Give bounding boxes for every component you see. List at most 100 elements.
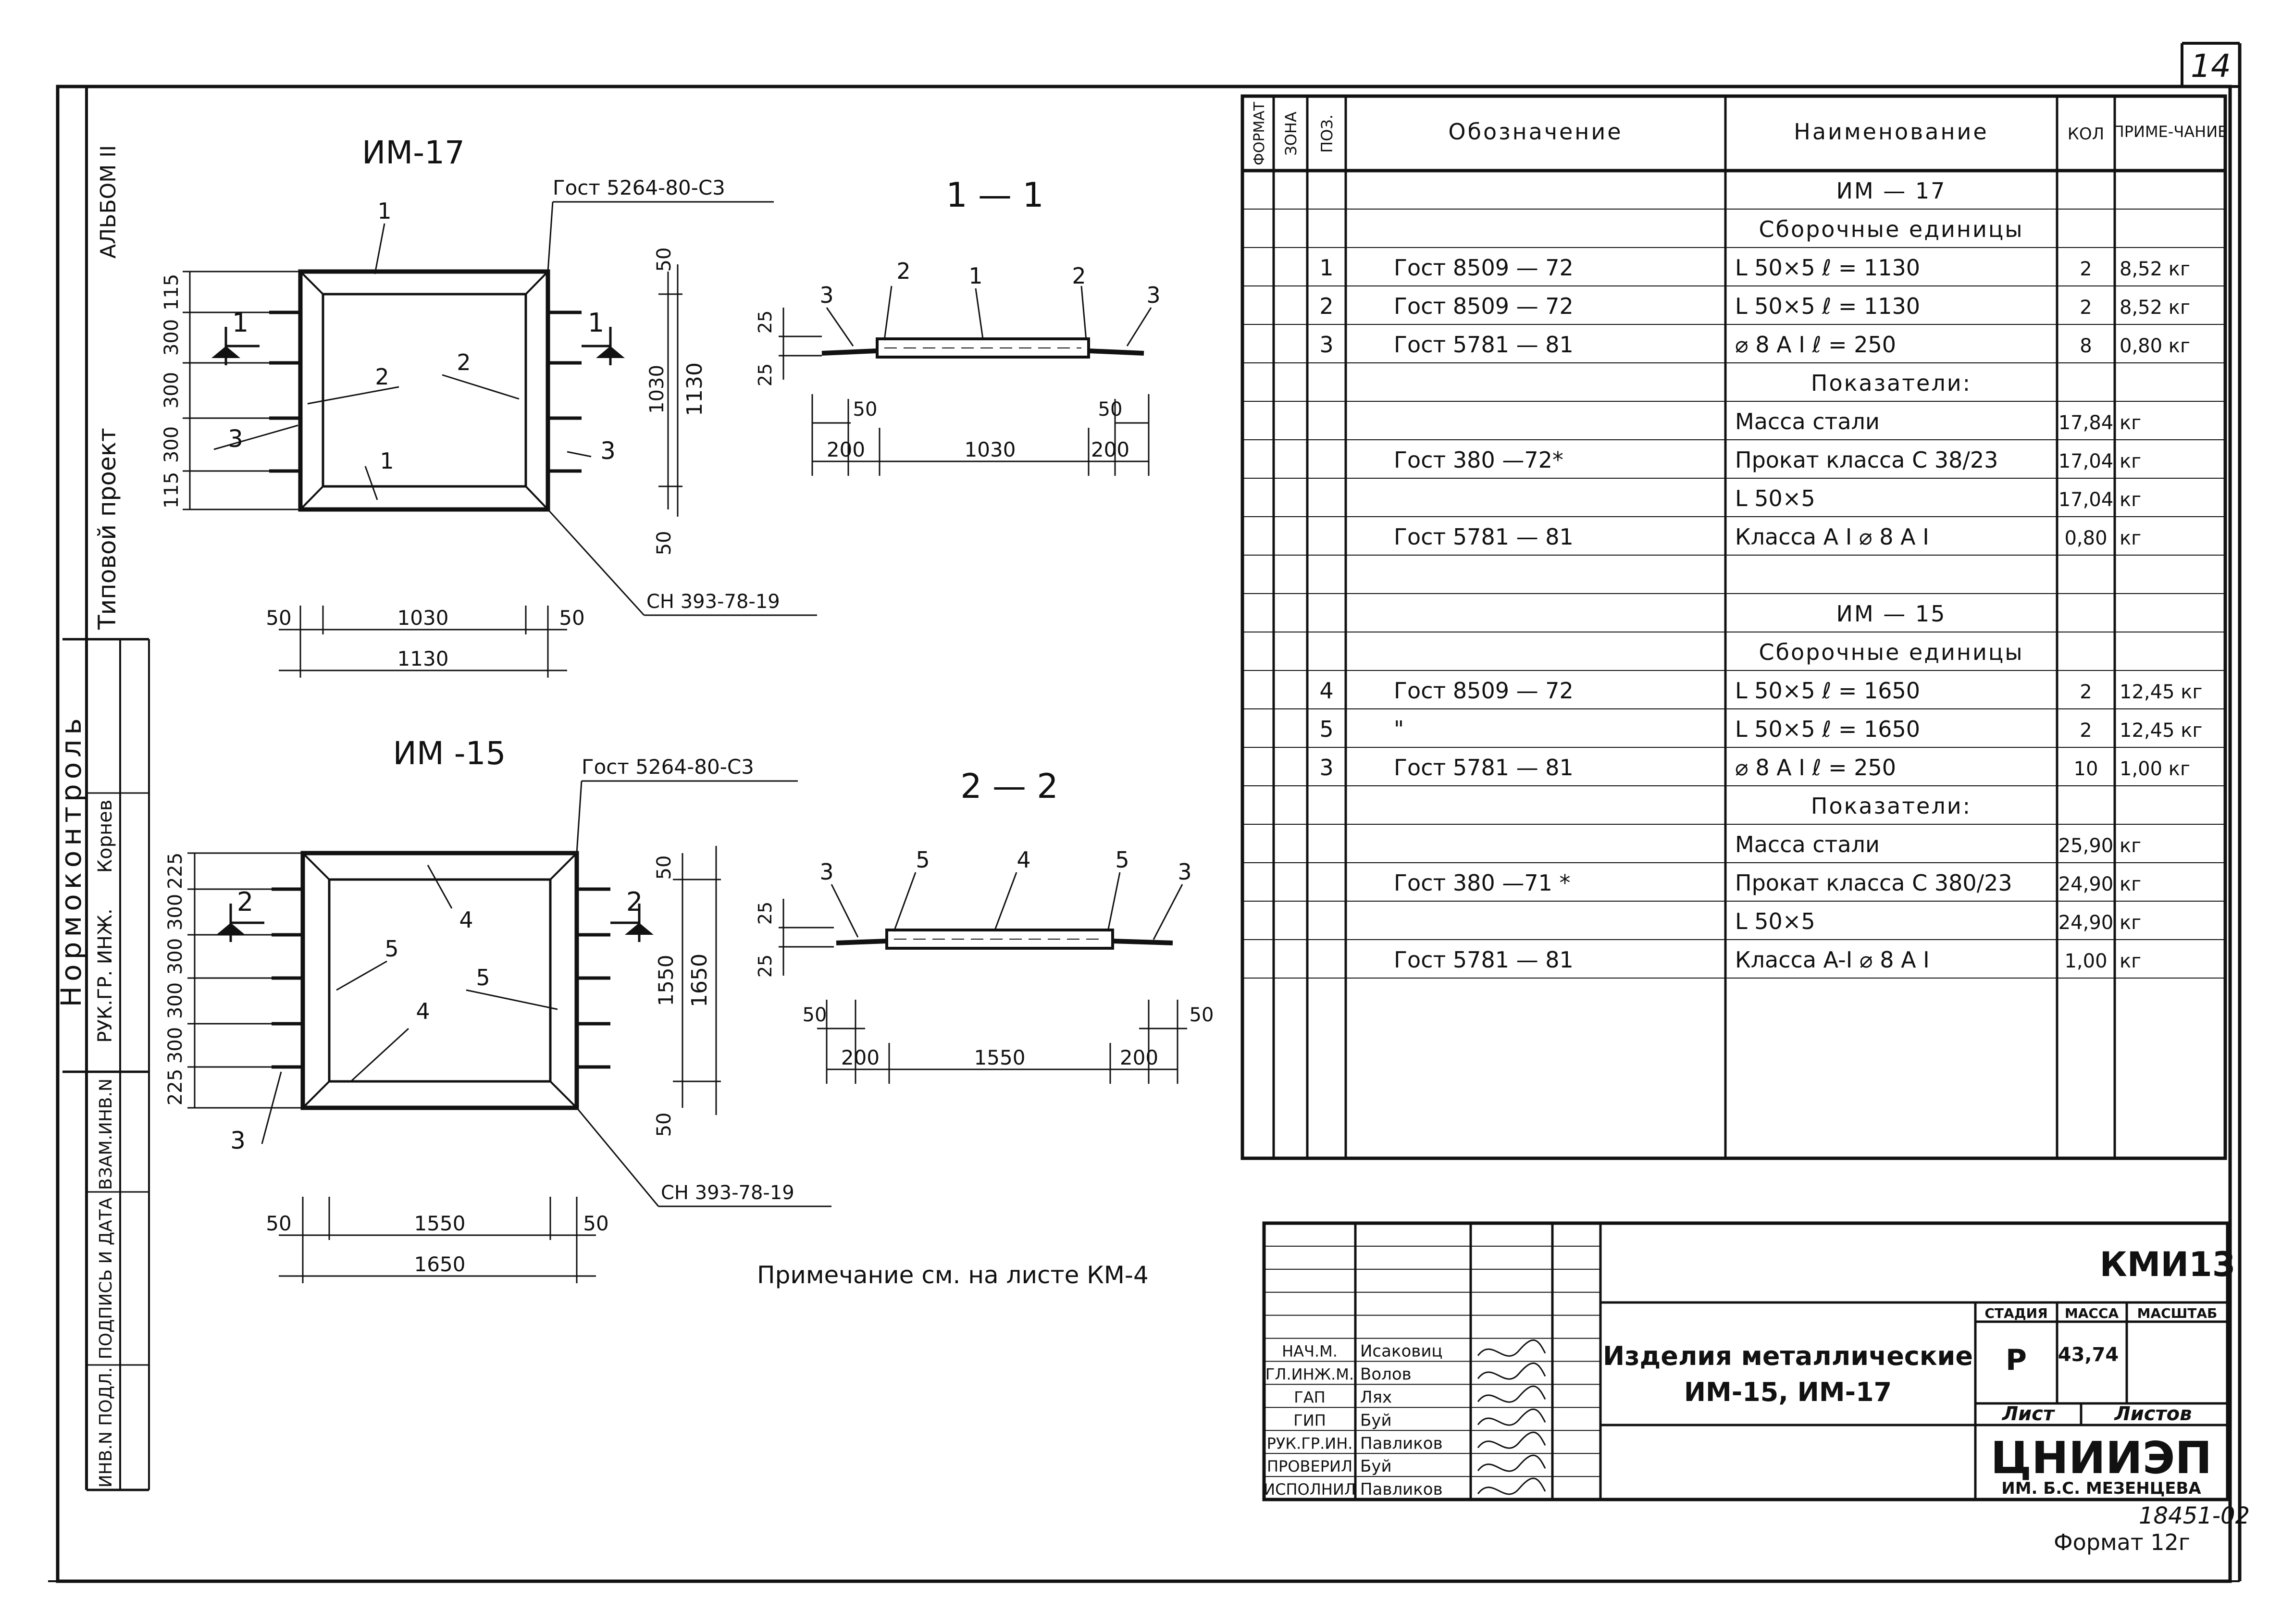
sec11-dim-200-right: 200 [1091,438,1129,461]
spec-row-16-prim: 1,00 кг [2120,758,2190,780]
sec11-callout-2-right: 2 [1072,263,1086,289]
spec-row-7-prim: кг [2120,412,2141,434]
tb-person-4-signature [1477,1408,1546,1426]
im15-section-mark-left: 2 [237,887,253,917]
im17-callout-3-left: 3 [228,425,243,453]
margin-field-zam: ВЗАМ.ИНВ.N [96,1079,116,1190]
spec-row-8-oboz: Гост 380 —72* [1394,447,1563,473]
spec-row-16-name: ⌀ 8 A I ℓ = 250 [1735,755,1896,781]
tb-person-7-name: Павликов [1360,1480,1443,1499]
sec11-dim-25-top: 25 [755,310,776,334]
tb-sheets-label: Листов [2114,1403,2192,1425]
tb-person-1-signature [1477,1339,1546,1357]
sheet-frame: 14 [48,42,2242,1583]
sheet-number: 14 [2191,48,2231,85]
tb-stage-label: СТАДИЯ [1984,1305,2047,1321]
spec-row-14-kol: 2 [2080,681,2092,703]
tb-person-4-role: ГИП [1293,1411,1326,1429]
tb-scale-label: МАСШТАБ [2137,1305,2218,1321]
spec-row-10-prim: кг [2120,527,2141,549]
tb-person-3-role: ГАП [1294,1388,1325,1406]
spec-row-18-kol: 25,90 [2058,835,2114,857]
spec-header-oboz: Обозначение [1448,119,1623,145]
spec-row-8-prim: кг [2120,450,2141,472]
im15-dim-left-4: 300 [164,982,186,1019]
spec-row-8-kol: 17,04 [2058,450,2114,472]
tb-org-name: ЦНИИЭП [1991,1432,2212,1484]
im17-title: ИМ-17 [362,134,465,171]
spec-row-10-name: Класса A I ⌀ 8 A I [1735,524,1929,550]
spec-row-1-name: ИМ — 17 [1836,178,1947,204]
spec-row-15-oboz: " [1394,716,1404,742]
spec-header-kol: КОЛ [2068,124,2104,144]
drawing-im15: ИМ -15 Гост 5264-80-С3 225 300 300 300 [164,735,831,1283]
spec-row-5-oboz: Гост 5781 — 81 [1394,332,1574,358]
sec22-angle-profile [885,929,1114,950]
sec11-callout-3-left: 3 [819,282,833,308]
spec-row-3-name: L 50×5 ℓ = 1130 [1735,255,1920,281]
im17-dim-right-4: 50 [653,531,675,556]
spec-row-20-name: L 50×5 [1735,908,1815,934]
spec-row-6-name: Показатели: [1811,370,1972,396]
project-type-label: Типовой проект [93,428,121,630]
spec-row-10-oboz: Гост 5781 — 81 [1394,524,1574,550]
sec11-dim-200-left: 200 [827,438,865,461]
im17-dim-left-3: 300 [161,372,183,409]
im15-dim-left-2: 300 [164,894,186,930]
spec-row-3-poz: 1 [1319,255,1333,281]
sec11-dim-1030: 1030 [965,438,1016,461]
im15-dim-bottom-4: 1650 [414,1252,466,1276]
spec-row-15-name: L 50×5 ℓ = 1650 [1735,716,1920,742]
im15-dim-bottom-1: 50 [266,1212,291,1235]
spec-row-7-kol: 17,84 [2058,412,2114,434]
sec22-dim-200-right: 200 [1120,1046,1158,1069]
spec-header-poz: ПОЗ. [1318,114,1336,153]
spec-row-7-name: Масса стали [1735,409,1880,434]
sec11-callout-2-left: 2 [896,258,910,284]
inventory-number: 18451-02 [2139,1502,2250,1529]
im15-sn-ref: СН 393-78-19 [661,1182,794,1204]
im17-dim-bottom-4: 1130 [397,647,449,670]
ruk-name-label: Корнев [94,800,116,873]
spec-row-17-name: Показатели: [1811,793,1972,819]
spec-row-5-kol: 8 [2080,335,2092,357]
im15-title: ИМ -15 [393,735,506,772]
spec-row-4-oboz: Гост 8509 — 72 [1394,293,1574,319]
im15-dim-right-3: 1650 [687,954,712,1007]
im17-dim-left-4: 300 [161,426,183,463]
spec-row-8-name: Прокат класса С 38/23 [1735,447,1998,473]
sec11-callout-1: 1 [968,263,982,289]
spec-row-9-name: L 50×5 [1735,485,1815,511]
tb-code: КМИ13 [2100,1245,2236,1284]
format-label: Формат 12г [2054,1529,2190,1555]
ruk-role-label: РУК.ГР. ИНЖ. [94,908,116,1042]
im15-section-mark-right: 2 [626,887,643,917]
spec-row-3-prim: 8,52 кг [2120,258,2190,280]
spec-row-5-name: ⌀ 8 A I ℓ = 250 [1735,332,1896,358]
sec22-callout-4: 4 [1017,847,1030,873]
im15-dim-right-4: 50 [653,1113,675,1137]
sec22-dim-25-top: 25 [755,902,776,925]
spec-row-9-kol: 17,04 [2058,489,2114,511]
sec22-callout-3-right: 3 [1178,859,1191,885]
normocontrol-label: Нормоконтроль [55,714,87,1007]
tb-person-1-role: НАЧ.М. [1282,1342,1338,1361]
sec11-dim-50-left: 50 [853,398,878,421]
spec-row-19-prim: кг [2120,873,2141,895]
spec-row-4-kol: 2 [2080,297,2092,319]
im17-sn-ref: СН 393-78-19 [646,591,780,613]
tb-person-3-signature [1477,1385,1546,1403]
sec22-dim-200-left: 200 [841,1046,880,1069]
sec11-title: 1 — 1 [946,175,1044,215]
spec-row-4-name: L 50×5 ℓ = 1130 [1735,293,1920,319]
spec-row-4-poz: 2 [1319,293,1333,319]
im15-dim-bottom-3: 50 [583,1212,608,1235]
im15-dim-left-6: 225 [164,1069,186,1105]
spec-row-16-poz: 3 [1319,755,1333,781]
tb-person-6-role: ПРОВЕРИЛ [1267,1457,1352,1475]
im15-dim-left-3: 300 [164,938,186,975]
sec22-dim-50-left: 50 [803,1004,827,1026]
tb-title-line1: Изделия металлические [1603,1341,1973,1371]
tb-person-3-name: Лях [1360,1388,1392,1407]
